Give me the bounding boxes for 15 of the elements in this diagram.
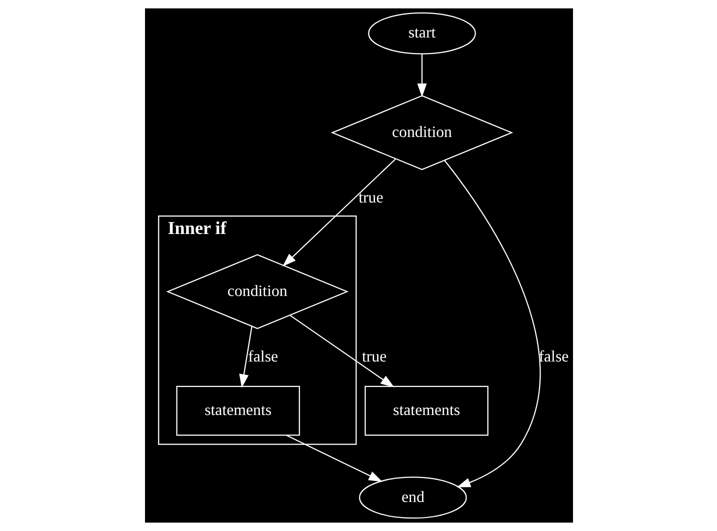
node-ellipse: end <box>358 476 466 519</box>
arrow <box>444 160 540 488</box>
arrow <box>416 54 426 98</box>
arrow <box>282 158 396 267</box>
edge-label: true <box>358 190 383 207</box>
edge-label: false <box>538 348 568 366</box>
node-box: statements <box>364 386 488 436</box>
node-box: statements <box>176 386 300 436</box>
edge-label: false <box>248 348 278 366</box>
node-ellipse: start <box>368 12 476 54</box>
edge-label: true <box>361 348 386 366</box>
node-diamond: condition <box>330 95 513 170</box>
arrow <box>289 314 394 388</box>
arrow <box>238 326 252 388</box>
arrow <box>286 434 382 482</box>
